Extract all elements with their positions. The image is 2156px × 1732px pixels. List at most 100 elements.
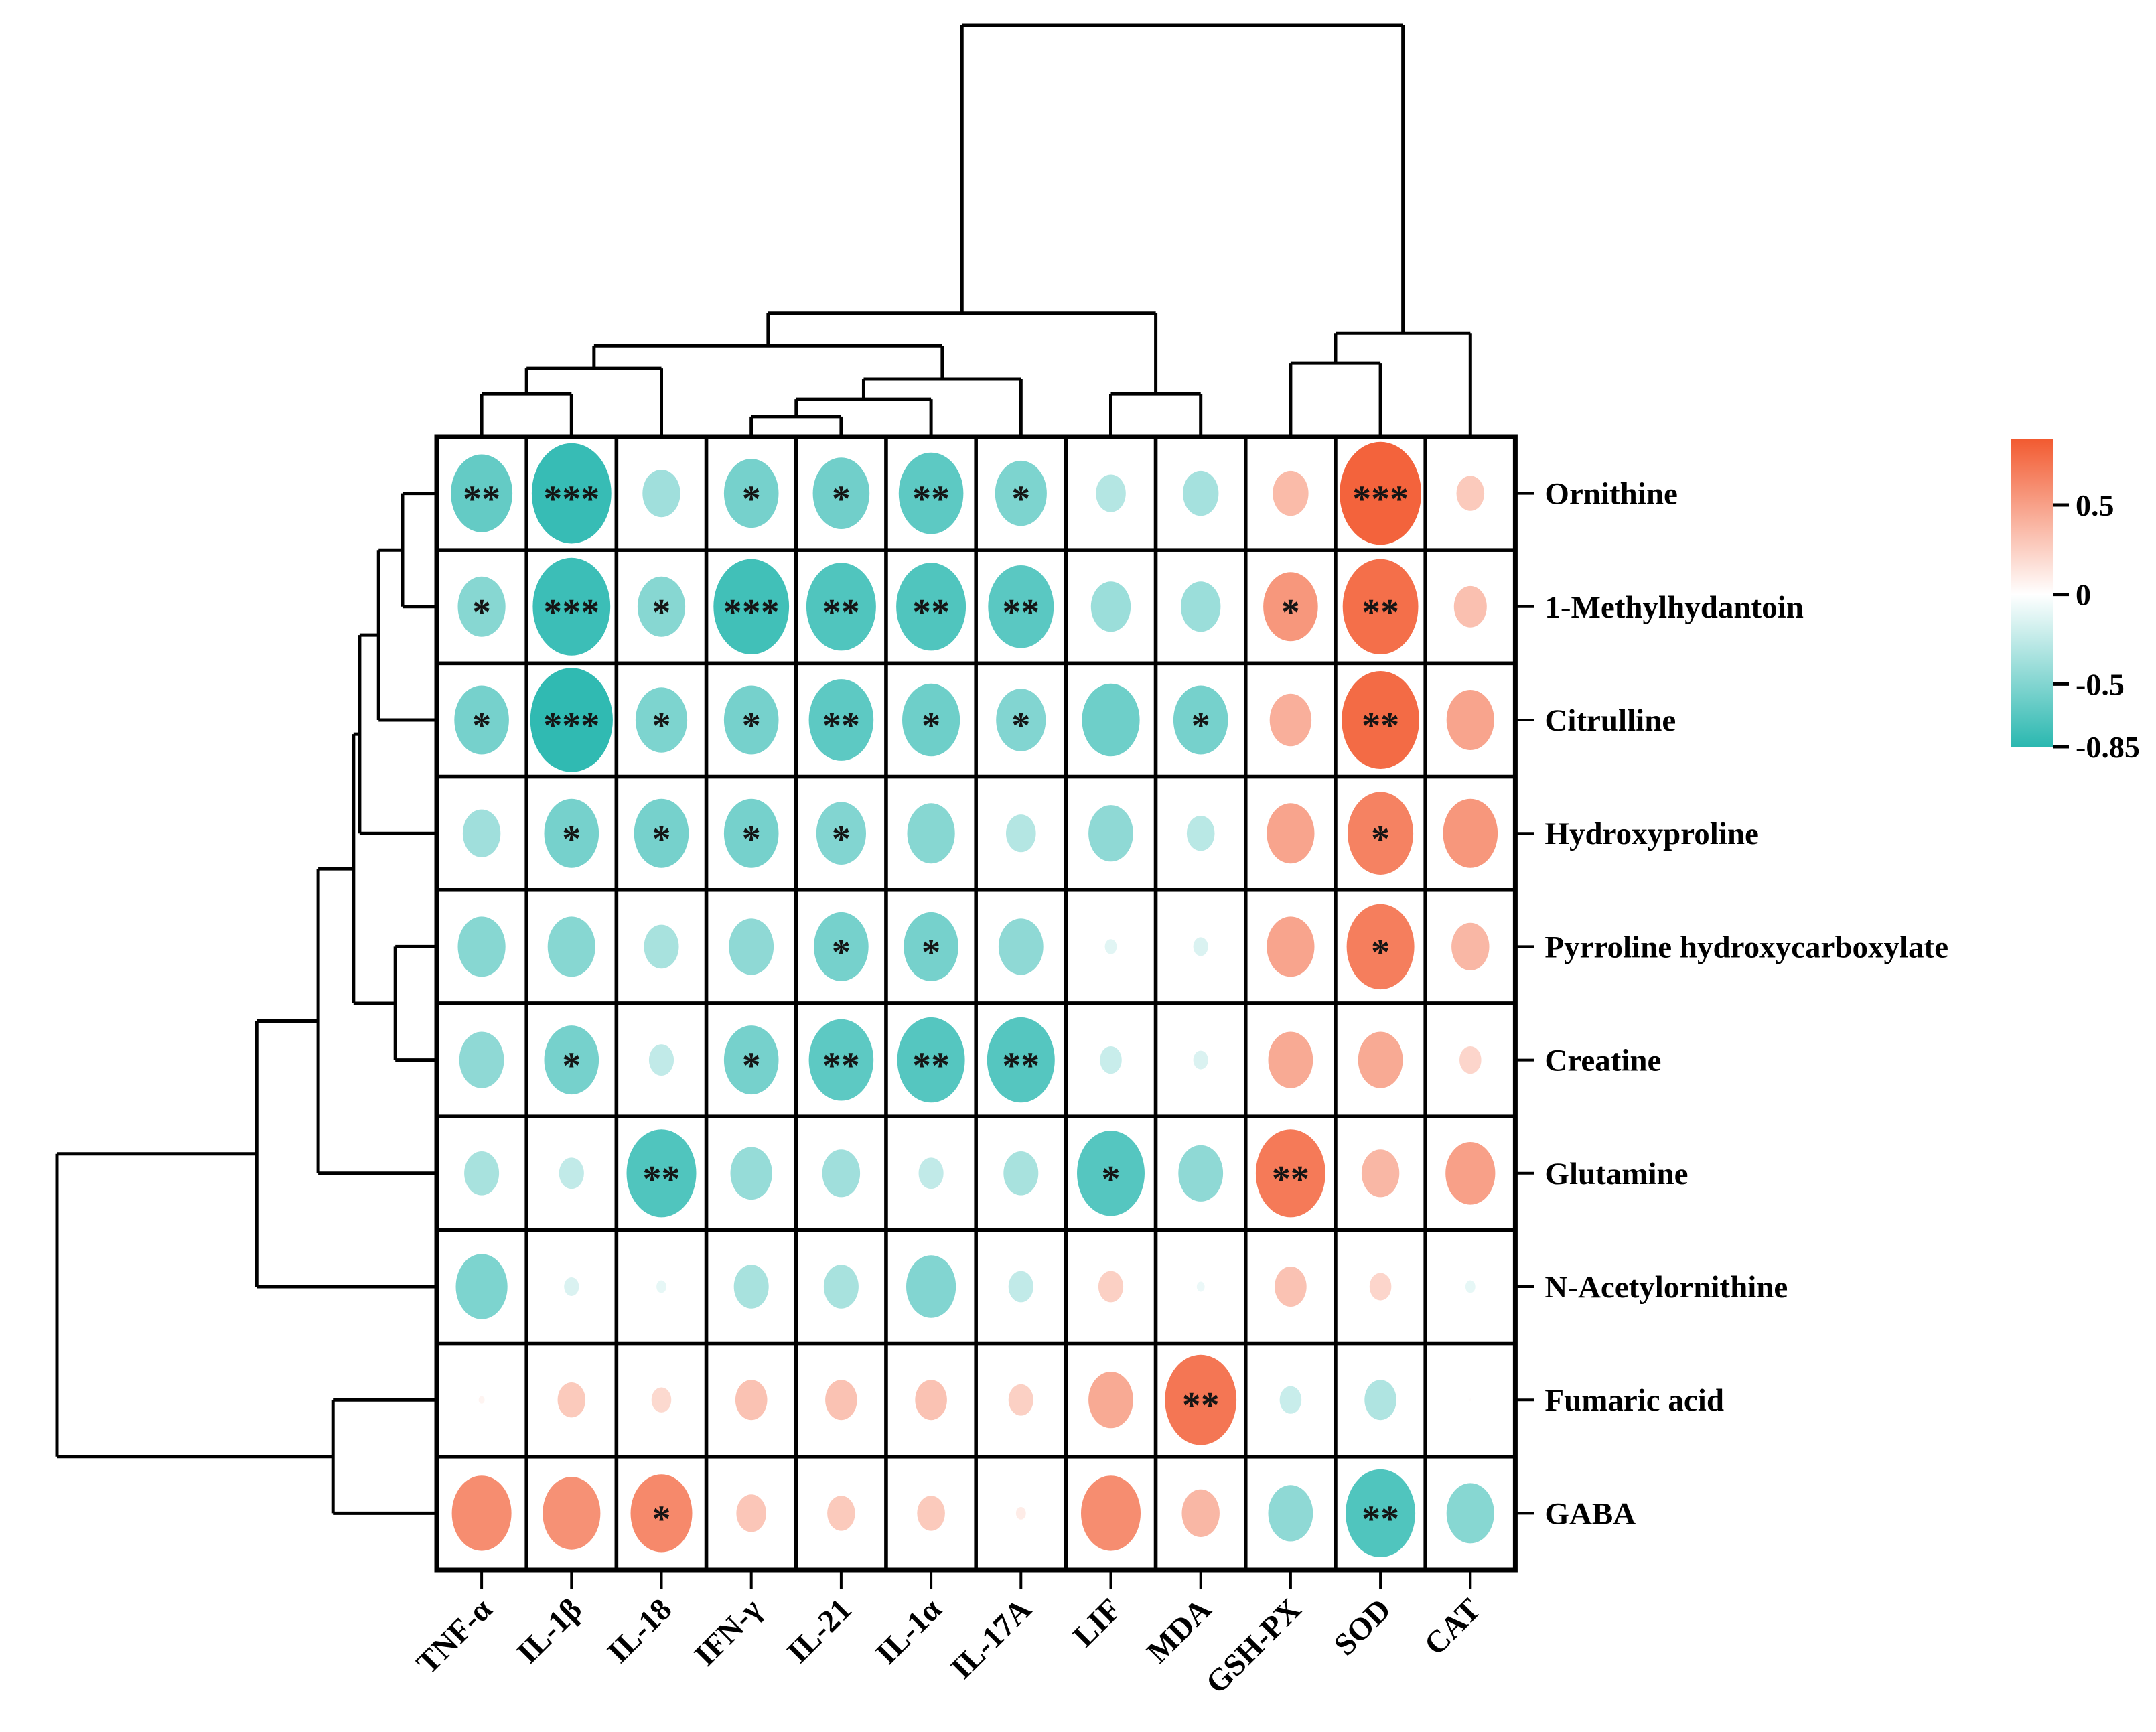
significance-stars: ** [912, 592, 950, 634]
significance-stars: ** [912, 479, 950, 520]
correlation-circle [1451, 922, 1490, 970]
significance-stars: *** [543, 479, 599, 520]
correlation-circle [1348, 792, 1414, 875]
correlation-circle [816, 802, 866, 865]
correlation-circle [1459, 1046, 1482, 1074]
correlation-circle [988, 565, 1054, 648]
correlation-circle [530, 668, 613, 772]
correlation-circle [987, 1017, 1055, 1103]
correlation-circle [1006, 814, 1036, 853]
correlation-circle [1445, 1142, 1496, 1205]
correlation-circle [1268, 1031, 1313, 1088]
row-label: 1-Methylhydantoin [1544, 590, 1804, 625]
correlation-circle [1181, 581, 1221, 632]
column-label: IFN-γ [688, 1592, 769, 1673]
correlation-circle [1255, 1129, 1325, 1218]
row-label: Creatine [1544, 1043, 1661, 1078]
correlation-circle [1008, 1271, 1033, 1303]
correlation-circle [1453, 585, 1487, 628]
colorbar-tick-label: -0.85 [2076, 730, 2140, 764]
correlation-circle [1364, 1380, 1396, 1421]
correlation-circle [557, 1382, 586, 1418]
correlation-circle [823, 1265, 859, 1309]
significance-stars: * [1011, 479, 1030, 520]
row-label: Ornithine [1544, 477, 1677, 512]
significance-stars: ** [822, 592, 860, 634]
correlation-circle [995, 460, 1047, 526]
significance-stars: ** [822, 705, 860, 747]
correlation-circle [1196, 1281, 1205, 1292]
correlation-circle [1183, 470, 1219, 516]
colorbar-tick-label: 0 [2076, 578, 2091, 612]
correlation-circle [1273, 470, 1309, 516]
correlation-circle [544, 798, 599, 868]
correlation-circle [827, 1496, 855, 1531]
row-label: Glutamine [1544, 1157, 1688, 1192]
correlation-circle [1469, 1398, 1471, 1402]
correlation-circle [1279, 1386, 1302, 1414]
correlation-circle [651, 1387, 672, 1413]
correlation-circle [564, 1277, 579, 1296]
correlation-circle [806, 563, 876, 651]
significance-stars: *** [543, 592, 599, 634]
significance-stars: * [922, 932, 940, 973]
correlation-circle [1104, 939, 1117, 954]
row-label: N-Acetylornithine [1544, 1270, 1788, 1305]
significance-stars: * [652, 705, 671, 747]
correlation-circle [733, 1265, 769, 1309]
significance-stars: ** [1272, 1159, 1309, 1200]
correlation-circle [1077, 1131, 1145, 1216]
significance-stars: * [832, 479, 851, 520]
column-label: LIF [1066, 1592, 1128, 1654]
matrix-cell [704, 661, 798, 779]
correlation-circle [656, 1280, 666, 1293]
significance-stars: ** [1002, 1045, 1039, 1087]
correlation-circle [1275, 1267, 1307, 1307]
correlation-circle [902, 683, 960, 757]
correlation-circle [998, 918, 1044, 975]
correlation-circle [642, 470, 680, 518]
correlation-circle [1186, 816, 1215, 851]
correlation-circle [544, 1025, 599, 1095]
correlation-circle [1193, 1050, 1208, 1070]
correlation-circle [634, 798, 689, 868]
top-dendrogram [480, 23, 1472, 437]
correlation-circle [907, 803, 955, 864]
colorbar: 0.50-0.5-0.85 [2011, 439, 2140, 764]
correlation-circle [1003, 1151, 1039, 1196]
correlation-circle [1465, 1280, 1476, 1293]
correlation-circle [543, 1477, 601, 1550]
significance-stars: * [832, 818, 851, 860]
correlation-circle [917, 1496, 945, 1531]
correlation-circle [464, 1151, 500, 1196]
correlation-circle [1263, 572, 1318, 642]
correlation-circle [1081, 1475, 1141, 1551]
left-dendrogram [55, 492, 437, 1515]
correlation-circle [648, 1044, 674, 1076]
correlation-circle [532, 557, 611, 656]
significance-stars: * [652, 818, 671, 860]
correlation-circle [915, 1380, 947, 1421]
significance-stars: * [472, 592, 491, 634]
correlation-circle [1082, 683, 1140, 757]
significance-stars: * [742, 479, 761, 520]
significance-stars: * [562, 1045, 581, 1087]
correlation-circle [825, 1380, 857, 1421]
significance-stars: ** [1002, 592, 1039, 634]
significance-stars: * [562, 818, 581, 860]
correlation-circle [457, 576, 506, 637]
correlation-circle [644, 924, 679, 969]
significance-stars: * [742, 705, 761, 747]
correlation-circle [1267, 803, 1315, 864]
correlation-circle [462, 809, 501, 857]
significance-stars: * [742, 818, 761, 860]
row-label: Pyrroline hydroxycarboxylate [1544, 930, 1948, 964]
correlation-circle [1342, 671, 1419, 769]
significance-stars: * [832, 932, 851, 973]
correlation-circle [897, 1017, 965, 1103]
correlation-circle [635, 687, 688, 753]
significance-stars: * [472, 705, 491, 747]
column-label: TNF-α [410, 1592, 499, 1681]
correlation-circle [1268, 1485, 1313, 1542]
